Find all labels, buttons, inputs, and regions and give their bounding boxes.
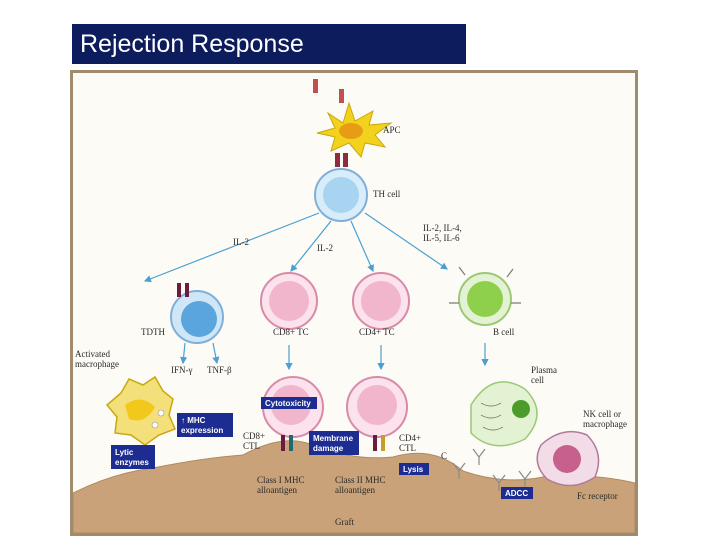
complement-label: C (441, 451, 447, 461)
activated-macrophage-cell (105, 375, 176, 446)
plasma-cell-label-2: cell (531, 375, 544, 385)
activated-macrophage-label-2: macrophage (75, 359, 119, 369)
th-cell-label: TH cell (373, 189, 401, 199)
cd8-ctl-label-2: CTL (243, 441, 260, 451)
il-right-label-2: IL-5, IL-6 (423, 233, 460, 243)
graft-label: Graft (335, 517, 354, 527)
apc-label: APC (383, 125, 401, 135)
b-cell (449, 266, 521, 326)
antibodies (452, 448, 532, 491)
class1-mhc-label-2: alloantigen (257, 485, 297, 495)
svg-text:Membrane: Membrane (313, 434, 354, 443)
lytic-enzymes-box: Lytic enzymes (111, 445, 155, 469)
diagram-canvas: APC TH cell IL-2 IL-2 IL-2, IL-4, IL-5, … (73, 79, 635, 533)
mhc-expression-box: ↑ MHC expression (177, 413, 233, 437)
membrane-damage-box: Membrane damage (309, 431, 359, 455)
il2-left-label: IL-2 (233, 237, 249, 247)
svg-text:↑ MHC: ↑ MHC (181, 416, 206, 425)
class1-mhc-label-1: Class I MHC (257, 475, 305, 485)
tdth-label: TDTH (141, 327, 165, 337)
nk-cell-label-2: macrophage (583, 419, 627, 429)
arrow-th-to-cd8 (290, 220, 332, 272)
cd4-ctl-label-2: CTL (399, 443, 416, 453)
cd8-tc-label: CD8+ TC (273, 327, 309, 337)
arrow-tdth-ifn (180, 342, 188, 365)
cd4-ctl-label-1: CD4+ (399, 433, 421, 443)
svg-text:Lysis: Lysis (403, 465, 424, 474)
svg-text:Cytotoxicity: Cytotoxicity (265, 399, 311, 408)
arrow-th-to-cd4 (350, 220, 374, 273)
fc-receptor-label: Fc receptor (577, 491, 618, 501)
activated-macrophage-label-1: Activated (75, 349, 110, 359)
svg-text:enzymes: enzymes (115, 458, 149, 467)
arrow-tdth-tnf (212, 342, 220, 365)
graft-tissue (73, 440, 635, 533)
svg-text:expression: expression (181, 426, 223, 435)
cd4-tc-label: CD4+ TC (359, 327, 395, 337)
il-right-label-1: IL-2, IL-4, (423, 223, 462, 233)
adcc-box: ADCC (501, 487, 533, 499)
tnf-label: TNF-β (207, 365, 232, 375)
svg-text:Lytic: Lytic (115, 448, 134, 457)
arrow-th-to-bcell (364, 212, 448, 270)
il2-mid-label: IL-2 (317, 243, 333, 253)
class2-mhc-label-2: alloantigen (335, 485, 375, 495)
cd8-ctl-label-1: CD8+ (243, 431, 265, 441)
b-cell-label: B cell (493, 327, 515, 337)
svg-text:damage: damage (313, 444, 344, 453)
lysis-box: Lysis (399, 463, 429, 475)
apc-receptor (313, 79, 348, 167)
arrow-th-to-tdth (143, 212, 320, 283)
nk-cell-label-1: NK cell or (583, 409, 621, 419)
cytotoxicity-box: Cytotoxicity (261, 397, 317, 409)
plasma-cell (470, 381, 538, 447)
tdth-cell (170, 283, 224, 344)
svg-text:ADCC: ADCC (505, 489, 528, 498)
slide-title: Rejection Response (72, 24, 466, 64)
plasma-cell-label-1: Plasma (531, 365, 557, 375)
rejection-response-diagram: APC TH cell IL-2 IL-2 IL-2, IL-4, IL-5, … (70, 70, 638, 536)
apc-cell (316, 101, 393, 159)
nk-cell (536, 430, 600, 487)
cd8-tc-cell (260, 272, 318, 330)
class2-mhc-label-1: Class II MHC (335, 475, 386, 485)
th-cell (314, 168, 368, 222)
ifn-label: IFN-γ (171, 365, 192, 375)
cd4-ctl-cell (346, 376, 408, 451)
cd4-tc-cell (352, 272, 410, 330)
